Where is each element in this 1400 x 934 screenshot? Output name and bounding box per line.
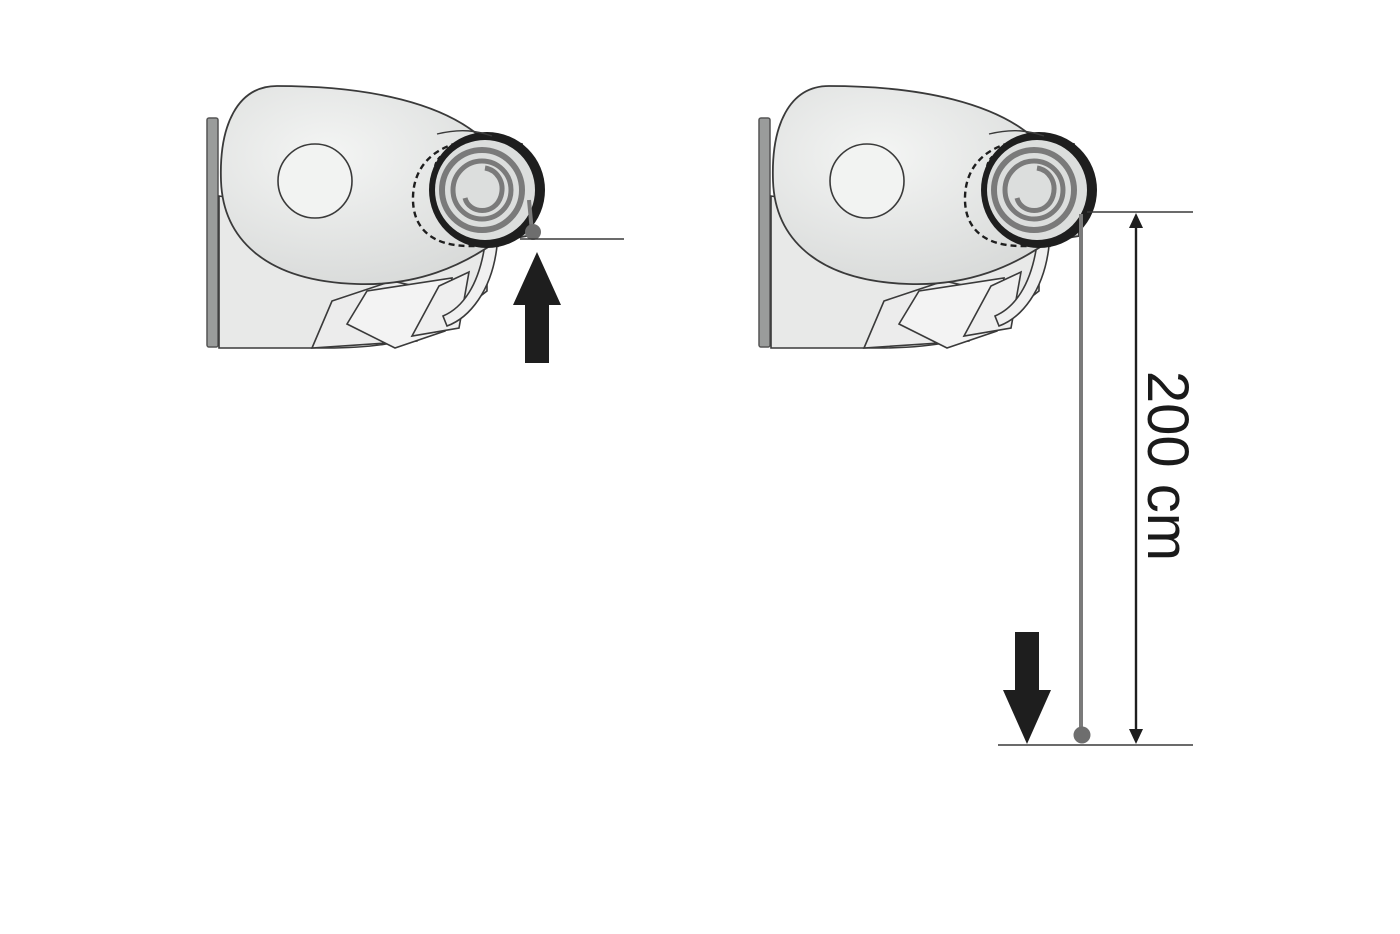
measurement-label: 200 cm: [1135, 371, 1200, 561]
arrow-up-icon: [513, 252, 561, 363]
cord-handle-right: [1073, 726, 1091, 744]
cord-handle-left: [525, 224, 541, 240]
awning-left-retracted: [207, 86, 545, 348]
awning-right-extended: [759, 86, 1097, 348]
arrow-down-icon: [1003, 632, 1051, 744]
dimension-line: [1129, 213, 1143, 744]
